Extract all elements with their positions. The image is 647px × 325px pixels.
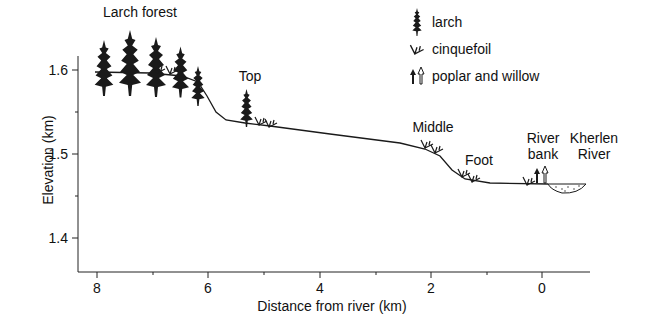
tick-label: 2 [427, 280, 435, 296]
larch-tree [146, 37, 166, 97]
river-label: Kherlen River [564, 130, 624, 162]
area-label: Larch forest [103, 4, 177, 20]
zone-label: Foot [465, 152, 493, 168]
tick-label: 1.4 [49, 230, 68, 246]
tick-label: 4 [316, 280, 324, 296]
cinquefoil-plant [421, 140, 433, 148]
tick-label: 1.6 [49, 62, 68, 78]
cinquefoil-plant [523, 177, 535, 185]
tick-label: 1.5 [49, 146, 68, 162]
cinquefoil-plant [431, 145, 443, 153]
legend-text: cinquefoil [432, 41, 491, 57]
cinquefoil-plant [468, 174, 480, 182]
cinquefoil-plant [153, 65, 165, 73]
legend-text: larch [432, 14, 462, 30]
cinquefoil-plant [265, 119, 277, 127]
tick-label: 0 [538, 280, 546, 296]
larch-tree [240, 89, 253, 127]
cinquefoil-plant [458, 169, 470, 177]
water-dots [555, 185, 579, 191]
legend-larch-icon [412, 8, 421, 36]
axis-title: Distance from river (km) [257, 298, 406, 314]
larch-tree [119, 30, 141, 96]
legend-text: poplar and willow [432, 68, 539, 84]
legend-cinquefoil-icon [410, 45, 423, 54]
poplar-willow [534, 166, 548, 183]
legend-poplar-icon [410, 67, 424, 84]
axes [72, 56, 590, 278]
tick-label: 8 [93, 280, 101, 296]
zone-label: River bank [521, 130, 565, 162]
zone-label: Middle [412, 119, 453, 135]
tick-label: 6 [204, 280, 212, 296]
terrain-line [95, 72, 548, 184]
cinquefoil-plant [166, 66, 178, 74]
river [548, 184, 586, 193]
cinquefoil-plant [255, 117, 267, 125]
larch-tree [95, 40, 114, 96]
larch-tree [191, 66, 204, 106]
zone-label: Top [239, 68, 262, 84]
